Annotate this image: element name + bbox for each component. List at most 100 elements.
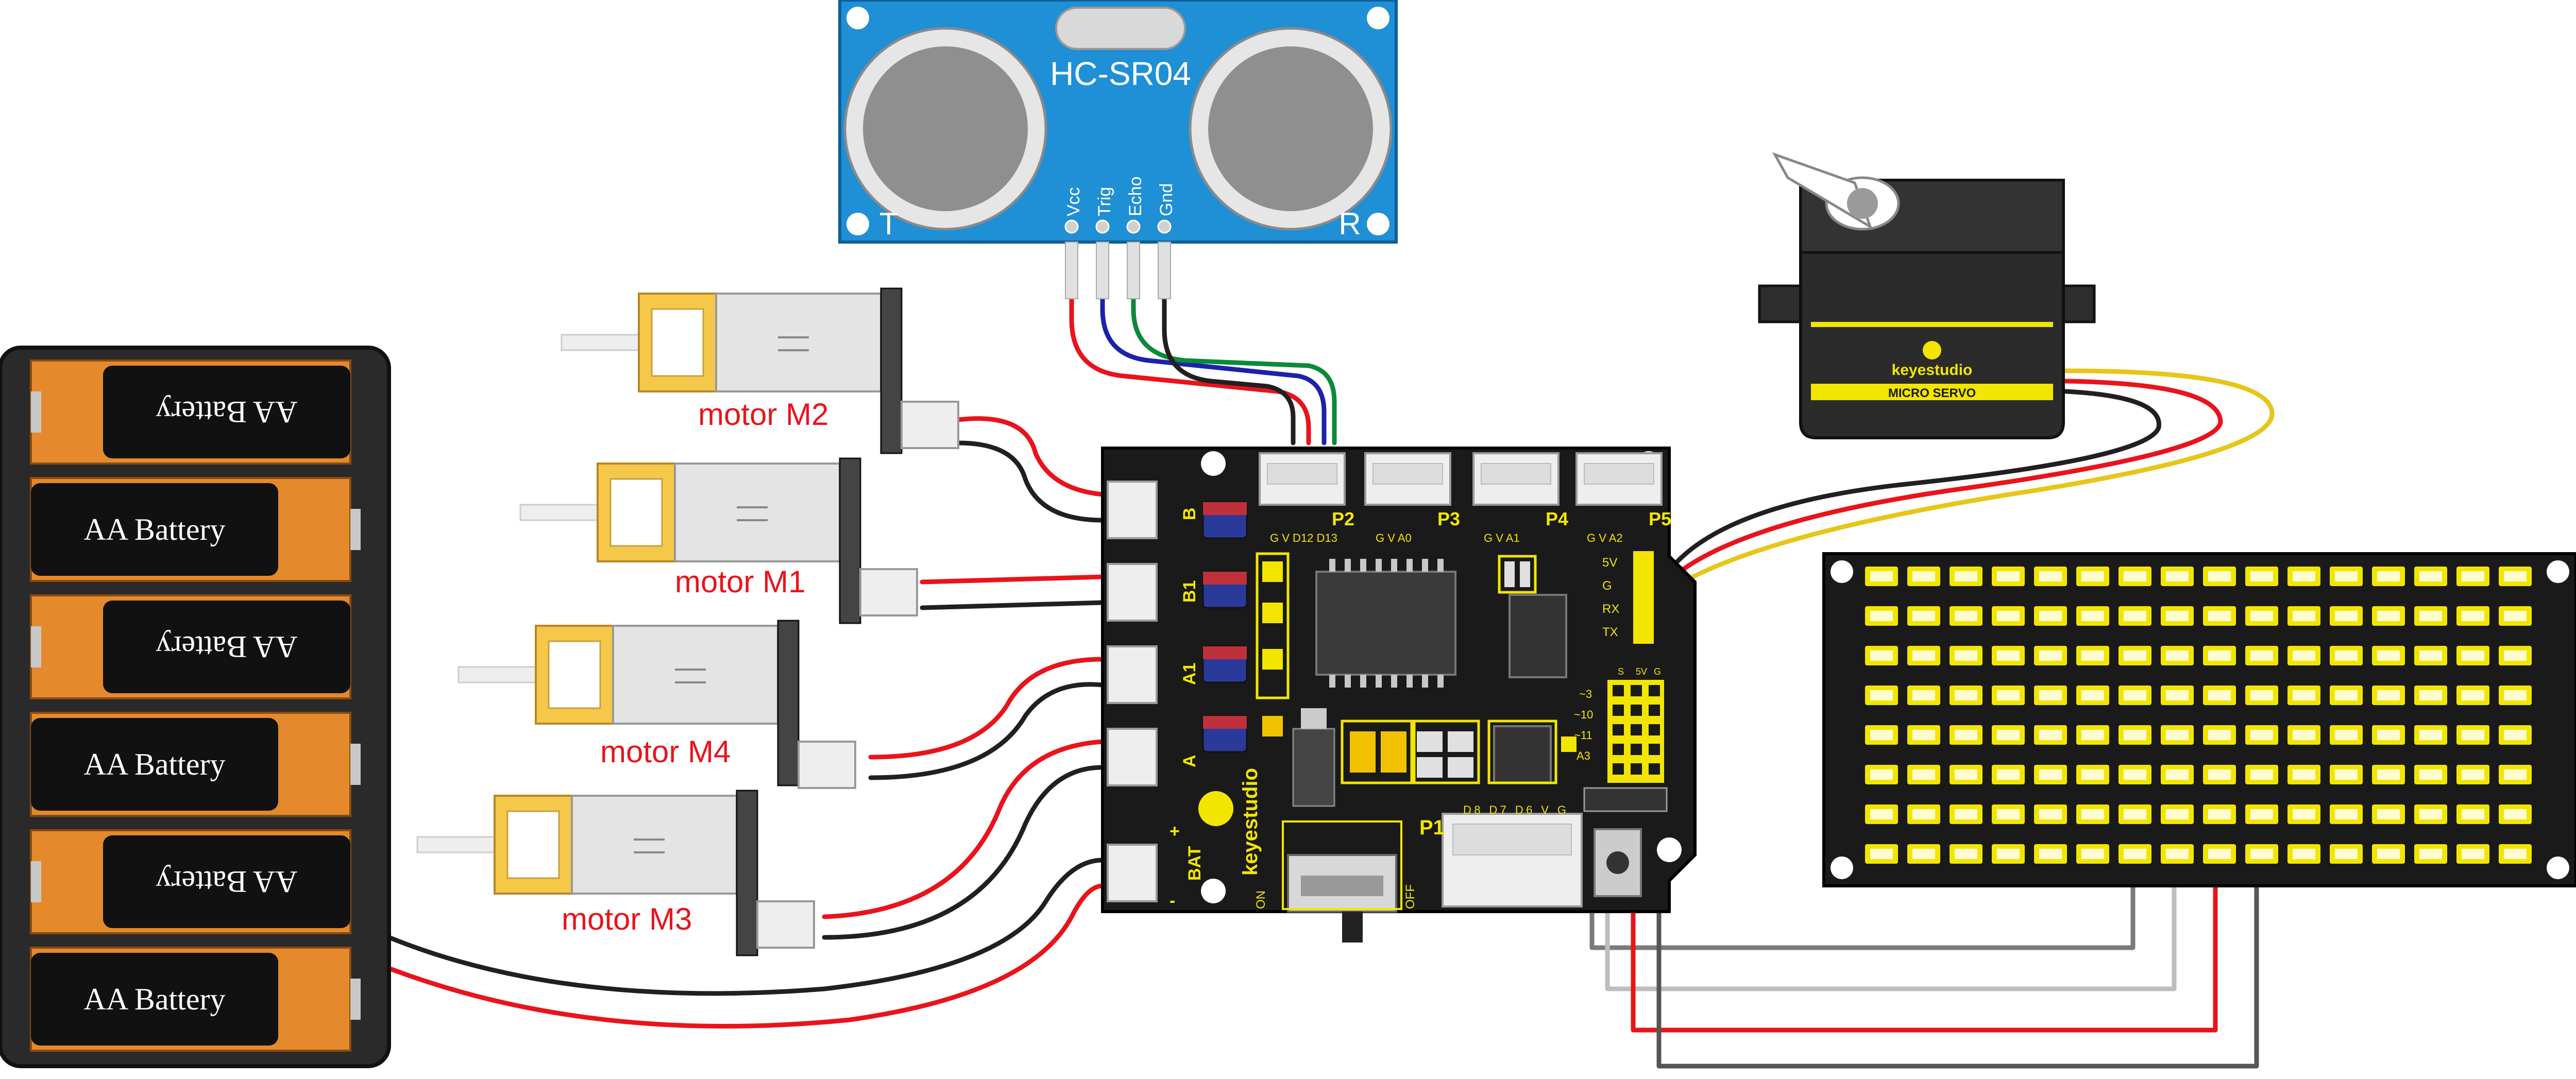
servo-horn-arm: [1772, 152, 1873, 230]
matrix-led: [2456, 567, 2489, 586]
sensor-model-label: HC-SR04: [1050, 55, 1191, 92]
matrix-led: [2287, 765, 2320, 784]
matrix-led: [2499, 804, 2532, 824]
port-p3[interactable]: P3G V A0: [1364, 452, 1460, 544]
matrix-led: [2119, 804, 2151, 824]
switch-on-label: ON: [1254, 890, 1268, 909]
wire-bat-red: [386, 883, 1105, 1029]
transmitter-mesh: [863, 46, 1028, 211]
board-brand: keyestudio: [1239, 768, 1262, 876]
motor-m2-label: motor M2: [698, 397, 828, 432]
board-mount-hole: [1201, 451, 1226, 476]
matrix-led: [1992, 646, 2025, 665]
micro-servo: keyestudio MICRO SERVO: [1758, 152, 2096, 439]
matrix-led: [2245, 765, 2278, 784]
keyestudio-logo-icon: [1198, 791, 1233, 826]
matrix-led: [1907, 567, 1940, 586]
matrix-led: [1865, 646, 1898, 665]
matrix-led: [2414, 804, 2447, 824]
gear-motor-m1: [519, 457, 918, 624]
matrix-led: [1907, 725, 1940, 745]
matrix-led: [2161, 765, 2194, 784]
matrix-led: [2372, 606, 2405, 626]
matrix-led: [1865, 844, 1898, 864]
port-p5[interactable]: P5G V A2: [1575, 452, 1671, 544]
motor-port-a1[interactable]: A1: [1107, 645, 1199, 704]
matrix-led: [2372, 804, 2405, 824]
p1-label: P1: [1419, 816, 1445, 839]
switch-off-label: OFF: [1403, 884, 1417, 909]
matrix-led: [2499, 725, 2532, 745]
matrix-led: [2287, 567, 2320, 586]
matrix-led: [2499, 606, 2532, 626]
matrix-led: [2034, 725, 2067, 745]
matrix-led: [2203, 646, 2236, 665]
matrix-led: [2414, 646, 2447, 665]
matrix-led: [2161, 567, 2194, 586]
matrix-mount-hole: [2547, 857, 2569, 879]
sensor-pin-labels: Vcc Trig Echo Gnd: [1064, 177, 1176, 217]
matrix-led: [2330, 804, 2363, 824]
capacitors: [1202, 501, 1248, 753]
matrix-led: [2034, 646, 2067, 665]
sensor-mount-hole: [1367, 7, 1389, 29]
receiver-mesh: [1208, 46, 1373, 211]
motor-port-a[interactable]: A: [1107, 728, 1199, 786]
uart-5v: 5V: [1602, 556, 1617, 570]
uart-tx: TX: [1602, 625, 1618, 639]
io-label-d3: ~3: [1579, 688, 1592, 700]
io-label-d10: ~10: [1574, 708, 1593, 721]
port-p2[interactable]: P2G V D12 D13: [1259, 452, 1354, 544]
sensor-mount-hole: [846, 7, 869, 29]
sensor-pin: [1095, 219, 1110, 234]
matrix-led: [1865, 765, 1898, 784]
motor-port-b1[interactable]: B1: [1107, 563, 1199, 622]
port-name: P2: [1332, 508, 1354, 529]
board-mount-hole: [1201, 879, 1226, 903]
port-name: P3: [1437, 508, 1460, 529]
matrix-led: [1907, 646, 1940, 665]
matrix-led: [2076, 606, 2109, 626]
reset-button-cap[interactable]: [1606, 851, 1629, 874]
matrix-led: [2499, 765, 2532, 784]
matrix-led: [2372, 567, 2405, 586]
battery-cell: AA Battery: [30, 359, 351, 465]
sensor-pin: [1064, 219, 1079, 234]
matrix-led: [1950, 567, 1982, 586]
driver-chip-pins: [1329, 559, 1444, 688]
matrix-led: [2119, 844, 2151, 864]
driver-chip: [1315, 571, 1456, 676]
matrix-led: [2330, 646, 2363, 665]
battery-label: AA Battery: [84, 982, 226, 1016]
bat-connector[interactable]: [1107, 844, 1158, 902]
matrix-led: [2456, 804, 2489, 824]
sensor-t-label: T: [879, 207, 899, 241]
io-label-a3: A3: [1577, 749, 1590, 762]
motor-port-b[interactable]: B: [1107, 481, 1199, 539]
sensor-r-label: R: [1338, 207, 1361, 241]
matrix-led: [2034, 765, 2067, 784]
matrix-led: [2330, 606, 2363, 626]
matrix-led: [2161, 844, 2194, 864]
wire-sensor-vcc: [1069, 239, 1311, 446]
matrix-led: [2456, 686, 2489, 705]
switch-knob[interactable]: [1342, 912, 1363, 943]
matrix-led: [2203, 804, 2236, 824]
sensor-pin: [1157, 219, 1172, 234]
matrix-led: [2330, 686, 2363, 705]
gear-motor-m2: [561, 287, 959, 454]
matrix-led: [2161, 606, 2194, 626]
regulator-chip: [1493, 725, 1552, 784]
motor-port-label: A: [1180, 755, 1199, 767]
port-p4[interactable]: P4G V A1: [1472, 452, 1568, 544]
matrix-mount-hole: [2547, 560, 2569, 583]
matrix-led: [2499, 646, 2532, 665]
motor-connector: [859, 568, 918, 616]
matrix-led: [2287, 804, 2320, 824]
matrix-led: [2076, 765, 2109, 784]
sensor-mount-hole: [846, 213, 869, 235]
